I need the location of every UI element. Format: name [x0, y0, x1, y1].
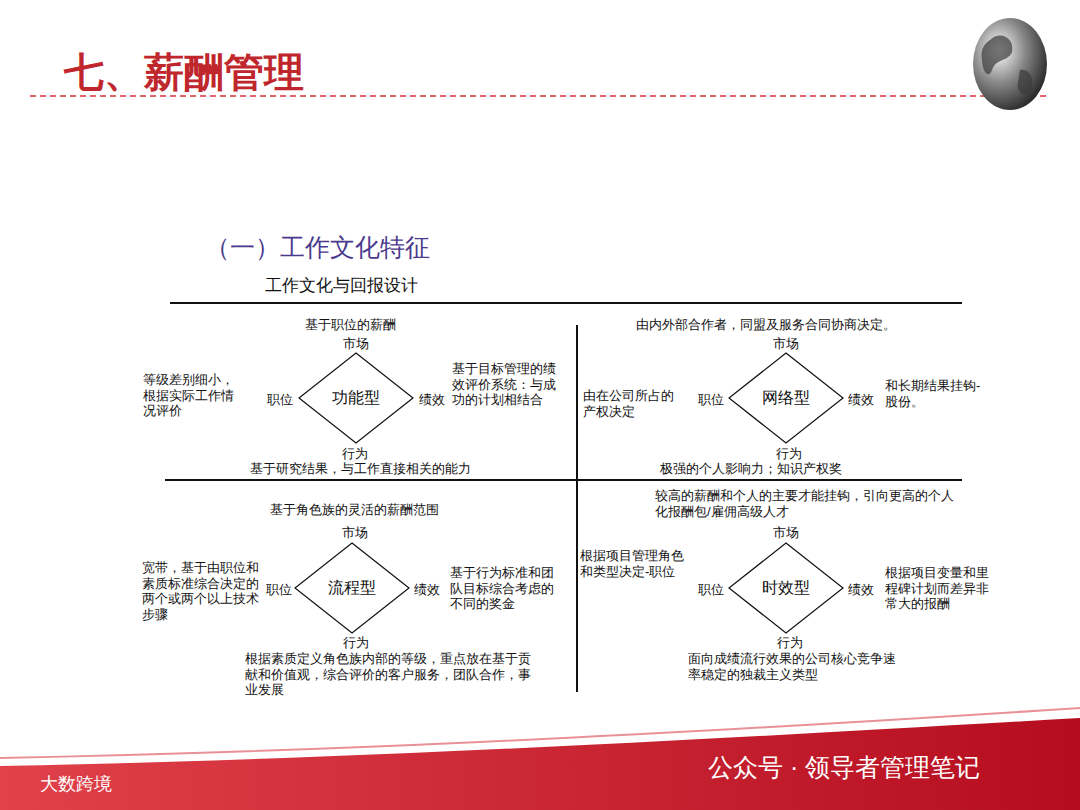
note: 由内外部合作者，同盟及服务合同协商决定。: [636, 317, 896, 333]
axis-label: 行为: [776, 446, 802, 462]
axis-label: 行为: [342, 446, 368, 462]
note: 等级差别细小，根据实际工作情况评价: [143, 372, 245, 419]
note: 和长期结果挂钩-股份。: [885, 378, 991, 409]
footer-swoosh: [0, 708, 1080, 758]
note: 根据项目变量和里程碑计划而差异非常大的报酬: [885, 565, 995, 612]
axis-label: 市场: [343, 336, 369, 352]
globe-icon: [973, 18, 1047, 110]
type-name: 网络型: [728, 388, 844, 409]
axis-label: 市场: [342, 525, 368, 541]
grid-line: [165, 479, 962, 481]
culture-diamond: 功能型: [298, 352, 414, 444]
axis-label: 绩效: [419, 392, 445, 408]
axis-label: 绩效: [848, 582, 874, 598]
note: 基于职位的薪酬: [305, 317, 396, 333]
axis-label: 职位: [266, 582, 292, 598]
grid-line: [170, 302, 962, 304]
axis-label: 职位: [698, 582, 724, 598]
note: 根据项目管理角色和类型决定-职位: [580, 548, 692, 579]
note: 面向成绩流行效果的公司核心竞争速率稳定的独裁主义类型: [688, 651, 903, 682]
note: 由在公司所占的产权决定: [583, 388, 683, 419]
title-rule: [30, 95, 1050, 97]
axis-label: 绩效: [848, 392, 874, 408]
note: 较高的薪酬和个人的主要才能挂钩，引向更高的个人化报酬包/雇佣高级人才: [655, 488, 955, 519]
sub-heading: 工作文化与回报设计: [265, 276, 418, 296]
axis-label: 市场: [773, 525, 799, 541]
culture-diamond: 流程型: [294, 542, 410, 634]
footer-band: [0, 718, 1080, 810]
section-heading: （一）工作文化特征: [205, 232, 430, 262]
note: 极强的个人影响力；知识产权奖: [660, 461, 842, 477]
axis-label: 绩效: [414, 582, 440, 598]
axis-label: 职位: [267, 392, 293, 408]
culture-diamond: 网络型: [728, 352, 844, 444]
axis-label: 行为: [777, 635, 803, 651]
grid-line: [576, 325, 578, 692]
watermark: 大数跨境: [40, 774, 112, 796]
note: 基于行为标准和团队目标综合考虑的不同的奖金: [450, 565, 554, 612]
note: 基于研究结果，与工作直接相关的能力: [250, 461, 471, 477]
type-name: 时效型: [728, 578, 844, 599]
culture-diamond: 时效型: [728, 542, 844, 634]
type-name: 功能型: [298, 388, 414, 409]
axis-label: 市场: [773, 336, 799, 352]
note: 基于角色族的灵活的薪酬范围: [270, 502, 439, 518]
slide-title: 七、薪酬管理: [64, 48, 304, 96]
axis-label: 行为: [343, 635, 369, 651]
axis-label: 职位: [698, 392, 724, 408]
note: 根据素质定义角色族内部的等级，重点放在基于贡献和价值观，综合评价的客户服务，团队…: [245, 651, 535, 698]
type-name: 流程型: [294, 578, 410, 599]
note: 基于目标管理的绩效评价系统：与成功的计划相结合: [452, 361, 564, 408]
note: 宽带，基于由职位和素质标准综合决定的两个或两个以上技术步骤: [142, 560, 260, 622]
watermark: 公众号 · 领导者管理笔记: [708, 752, 980, 782]
